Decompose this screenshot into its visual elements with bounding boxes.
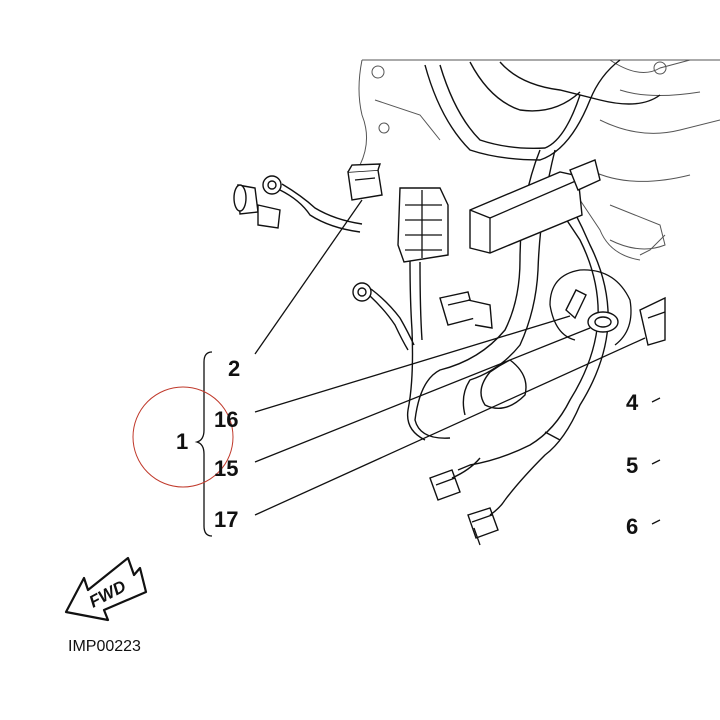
leader-17 [254,337,646,516]
ring-terminal-middle [352,282,415,351]
fuse-16 [565,289,587,320]
lower-coupler-right [467,499,506,546]
callout-6: 6 [626,514,638,539]
leader-15 [254,327,591,463]
image-code: IMP00223 [68,638,141,655]
detail-callout-circle [549,269,632,346]
leader-4 [651,397,661,403]
fwd-arrow-icon: FWD [64,556,148,622]
callout-2: 2 [228,356,240,381]
leader-16 [254,315,571,413]
callout-17: 17 [214,507,238,532]
engine-outline-sketch [358,59,720,261]
wire-harness [406,59,661,501]
callout-16: 16 [214,407,238,432]
group-brace [194,351,213,537]
fuse-cap [347,163,383,201]
multi-pin-coupler [397,187,449,263]
small-connector-center [439,291,493,329]
long-connector [469,159,601,254]
callout-4: 4 [626,390,639,415]
leader-lines [254,199,661,525]
leader-2 [254,199,363,355]
callout-15: 15 [214,456,238,481]
leader-6 [651,519,661,525]
highlight-circle [132,386,234,488]
ring-terminal-upper [233,175,363,233]
leader-5 [651,459,661,465]
callout-5: 5 [626,453,638,478]
lower-coupler-left [429,457,481,501]
callout-1: 1 [176,429,188,454]
right-edge-connector [639,296,666,346]
